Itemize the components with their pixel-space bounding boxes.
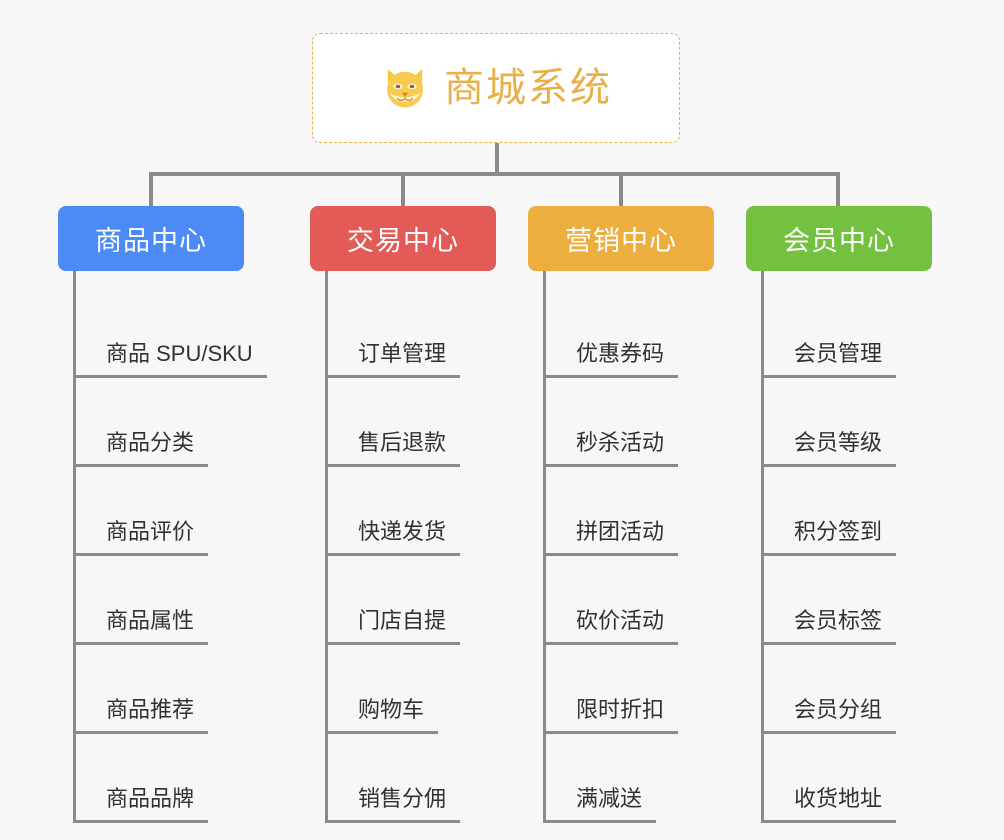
leaf-label: 会员管理: [764, 339, 897, 378]
list-item[interactable]: 商品评价: [76, 467, 258, 556]
list-item[interactable]: 商品品牌: [76, 734, 258, 823]
leaf-label: 砍价活动: [546, 606, 679, 645]
shiba-dog-face-icon: [387, 69, 423, 108]
leaf-label: 快递发货: [328, 517, 461, 556]
list-item[interactable]: 拼团活动: [546, 467, 728, 556]
connector-drop-4: [836, 172, 840, 207]
leaf-label: 满减送: [546, 784, 657, 823]
connector-horizontal-bus: [149, 172, 840, 176]
root-node[interactable]: 商城系统: [312, 33, 680, 143]
branch-member-center: 会员中心 会员管理 会员等级 积分签到 会员标签 会员分组 收货地址: [746, 206, 946, 823]
leaf-label: 订单管理: [328, 339, 461, 378]
list-item[interactable]: 购物车: [328, 645, 510, 734]
list-item[interactable]: 会员标签: [764, 556, 946, 645]
leaf-label: 收货地址: [764, 784, 897, 823]
list-item[interactable]: 门店自提: [328, 556, 510, 645]
list-item[interactable]: 订单管理: [328, 289, 510, 378]
list-item[interactable]: 优惠券码: [546, 289, 728, 378]
branch-product-center: 商品中心 商品 SPU/SKU 商品分类 商品评价 商品属性 商品推荐 商品品牌: [58, 206, 267, 823]
leaf-list-4: 会员管理 会员等级 积分签到 会员标签 会员分组 收货地址: [761, 271, 946, 823]
leaf-label: 限时折扣: [546, 695, 679, 734]
leaf-label: 商品属性: [76, 606, 209, 645]
list-item[interactable]: 限时折扣: [546, 645, 728, 734]
leaf-label: 商品品牌: [76, 784, 209, 823]
list-item[interactable]: 会员分组: [764, 645, 946, 734]
leaf-label: 优惠券码: [546, 339, 679, 378]
leaf-label: 门店自提: [328, 606, 461, 645]
list-item[interactable]: 积分签到: [764, 467, 946, 556]
list-item[interactable]: 商品 SPU/SKU: [76, 289, 267, 378]
leaf-label: 商品 SPU/SKU: [76, 339, 267, 378]
list-item[interactable]: 砍价活动: [546, 556, 728, 645]
leaf-label: 购物车: [328, 695, 439, 734]
leaf-list-2: 订单管理 售后退款 快递发货 门店自提 购物车 销售分佣: [325, 271, 510, 823]
list-item[interactable]: 满减送: [546, 734, 728, 823]
connector-drop-1: [149, 172, 153, 207]
leaf-label: 商品评价: [76, 517, 209, 556]
leaf-label: 会员标签: [764, 606, 897, 645]
leaf-list-3: 优惠券码 秒杀活动 拼团活动 砍价活动 限时折扣 满减送: [543, 271, 728, 823]
connector-drop-2: [401, 172, 405, 207]
list-item[interactable]: 会员管理: [764, 289, 946, 378]
list-item[interactable]: 商品属性: [76, 556, 258, 645]
leaf-label: 会员等级: [764, 428, 897, 467]
list-item[interactable]: 商品分类: [76, 378, 258, 467]
leaf-label: 商品推荐: [76, 695, 209, 734]
leaf-list-1: 商品 SPU/SKU 商品分类 商品评价 商品属性 商品推荐 商品品牌: [73, 271, 267, 823]
branch-marketing-center: 营销中心 优惠券码 秒杀活动 拼团活动 砍价活动 限时折扣 满减送: [528, 206, 728, 823]
leaf-label: 秒杀活动: [546, 428, 679, 467]
connector-root-stem: [495, 143, 499, 175]
category-header-2[interactable]: 交易中心: [310, 206, 496, 271]
category-header-4[interactable]: 会员中心: [746, 206, 932, 271]
leaf-label: 会员分组: [764, 695, 897, 734]
leaf-label: 积分签到: [764, 517, 897, 556]
leaf-label: 拼团活动: [546, 517, 679, 556]
leaf-label: 销售分佣: [328, 784, 461, 823]
list-item[interactable]: 商品推荐: [76, 645, 258, 734]
list-item[interactable]: 售后退款: [328, 378, 510, 467]
connector-drop-3: [619, 172, 623, 207]
list-item[interactable]: 秒杀活动: [546, 378, 728, 467]
list-item[interactable]: 销售分佣: [328, 734, 510, 823]
category-header-3[interactable]: 营销中心: [528, 206, 714, 271]
leaf-label: 售后退款: [328, 428, 461, 467]
category-header-1[interactable]: 商品中心: [58, 206, 244, 271]
list-item[interactable]: 会员等级: [764, 378, 946, 467]
list-item[interactable]: 收货地址: [764, 734, 946, 823]
leaf-label: 商品分类: [76, 428, 209, 467]
list-item[interactable]: 快递发货: [328, 467, 510, 556]
root-title: 商城系统: [444, 66, 612, 110]
branch-trade-center: 交易中心 订单管理 售后退款 快递发货 门店自提 购物车 销售分佣: [310, 206, 510, 823]
